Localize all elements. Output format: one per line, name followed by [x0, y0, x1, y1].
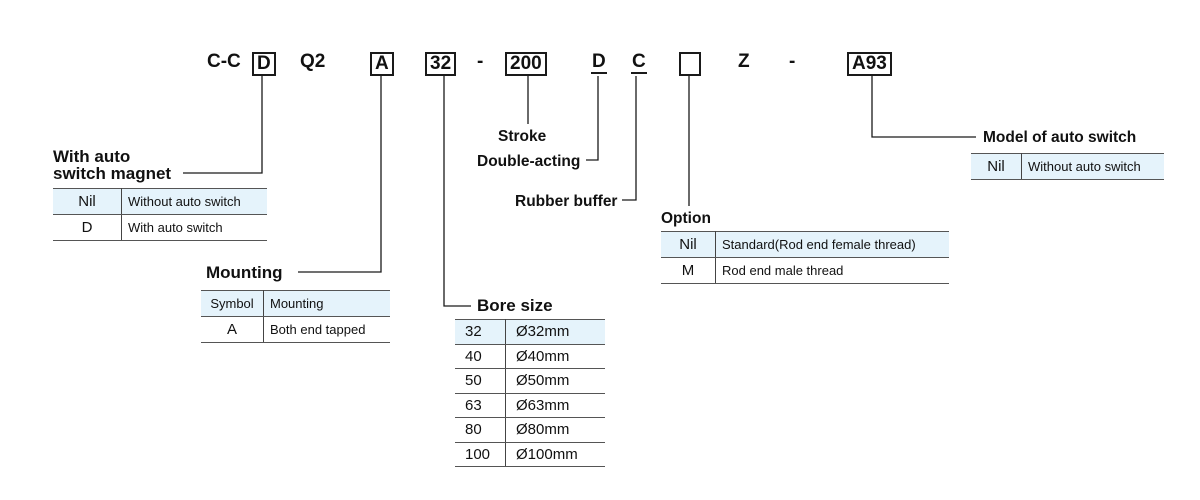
code-stroke: 200	[505, 52, 547, 76]
table-row: 100 Ø100mm	[455, 442, 605, 467]
cell-code: 63	[455, 393, 506, 418]
label-bore-size: Bore size	[477, 296, 553, 315]
leader-double-acting	[586, 76, 599, 161]
table-auto-switch-magnet: Nil Without auto switch D With auto swit…	[53, 188, 267, 241]
table-row: Nil Without auto switch	[971, 153, 1164, 180]
cell-code: Nil	[661, 231, 716, 258]
cell-desc: Rod end male thread	[715, 257, 949, 284]
cell-desc: Ø32mm	[505, 319, 605, 345]
code-auto-switch-model: A93	[847, 52, 892, 76]
cell-desc: Ø80mm	[505, 417, 605, 443]
table-row: Symbol Mounting	[201, 290, 390, 317]
cell-code: A	[201, 316, 264, 343]
code-series-prefix: C-C	[207, 51, 241, 72]
table-row: A Both end tapped	[201, 316, 390, 343]
leader-auto-switch-model	[871, 76, 976, 138]
cell-code: 40	[455, 344, 506, 369]
table-option: Nil Standard(Rod end female thread) M Ro…	[661, 231, 949, 284]
label-mounting: Mounting	[206, 263, 283, 282]
label-auto-switch-magnet: With auto switch magnet	[53, 147, 172, 183]
cell-desc: Without auto switch	[1021, 153, 1164, 180]
cell-code: 50	[455, 368, 506, 394]
cell-code: D	[53, 214, 122, 241]
code-option	[679, 52, 701, 76]
cell-code: M	[661, 257, 716, 284]
cell-desc: Standard(Rod end female thread)	[715, 231, 949, 258]
cell-desc: With auto switch	[121, 214, 267, 241]
table-mounting: Symbol Mounting A Both end tapped	[201, 290, 390, 343]
table-bore-size: 32 Ø32mm 40 Ø40mm 50 Ø50mm 63 Ø63mm 80 Ø…	[455, 319, 605, 467]
table-row: 63 Ø63mm	[455, 393, 605, 418]
table-row: 80 Ø80mm	[455, 417, 605, 443]
table-row: 50 Ø50mm	[455, 368, 605, 394]
table-row: 40 Ø40mm	[455, 344, 605, 369]
code-bore-size: 32	[425, 52, 457, 76]
table-row: Nil Standard(Rod end female thread)	[661, 231, 949, 258]
table-row: D With auto switch	[53, 214, 267, 241]
cell-desc: Without auto switch	[121, 188, 267, 215]
label-model-auto-switch: Model of auto switch	[983, 129, 1137, 146]
cell-code: Symbol	[201, 290, 264, 317]
cell-desc: Ø50mm	[505, 368, 605, 394]
code-dash-1: -	[477, 51, 484, 72]
cell-code: 80	[455, 417, 506, 443]
leader-mounting	[298, 76, 382, 273]
code-series: Q2	[300, 51, 326, 72]
cell-code: Nil	[53, 188, 122, 215]
leader-auto-switch-magnet	[183, 76, 263, 174]
label-option: Option	[661, 210, 711, 227]
cell-desc: Mounting	[263, 290, 390, 317]
code-rubber-buffer: C	[631, 51, 647, 74]
cell-desc: Ø40mm	[505, 344, 605, 369]
label-stroke: Stroke	[498, 128, 547, 145]
leader-bore-size	[443, 76, 471, 307]
code-dash-2: -	[789, 51, 796, 72]
code-double-acting: D	[591, 51, 607, 74]
cell-code: Nil	[971, 153, 1022, 180]
cell-code: 100	[455, 442, 506, 467]
code-auto-switch-magnet: D	[252, 52, 276, 76]
table-model-auto-switch: Nil Without auto switch	[971, 153, 1164, 180]
table-row: M Rod end male thread	[661, 257, 949, 284]
cell-desc: Ø100mm	[505, 442, 605, 467]
leader-rubber-buffer	[622, 76, 637, 201]
cell-code: 32	[455, 319, 506, 345]
label-rubber-buffer: Rubber buffer	[515, 193, 618, 210]
label-double-acting: Double-acting	[477, 153, 581, 170]
code-mounting: A	[370, 52, 394, 76]
table-row: Nil Without auto switch	[53, 188, 267, 215]
cell-desc: Both end tapped	[263, 316, 390, 343]
table-row: 32 Ø32mm	[455, 319, 605, 345]
cell-desc: Ø63mm	[505, 393, 605, 418]
code-z: Z	[738, 51, 750, 72]
